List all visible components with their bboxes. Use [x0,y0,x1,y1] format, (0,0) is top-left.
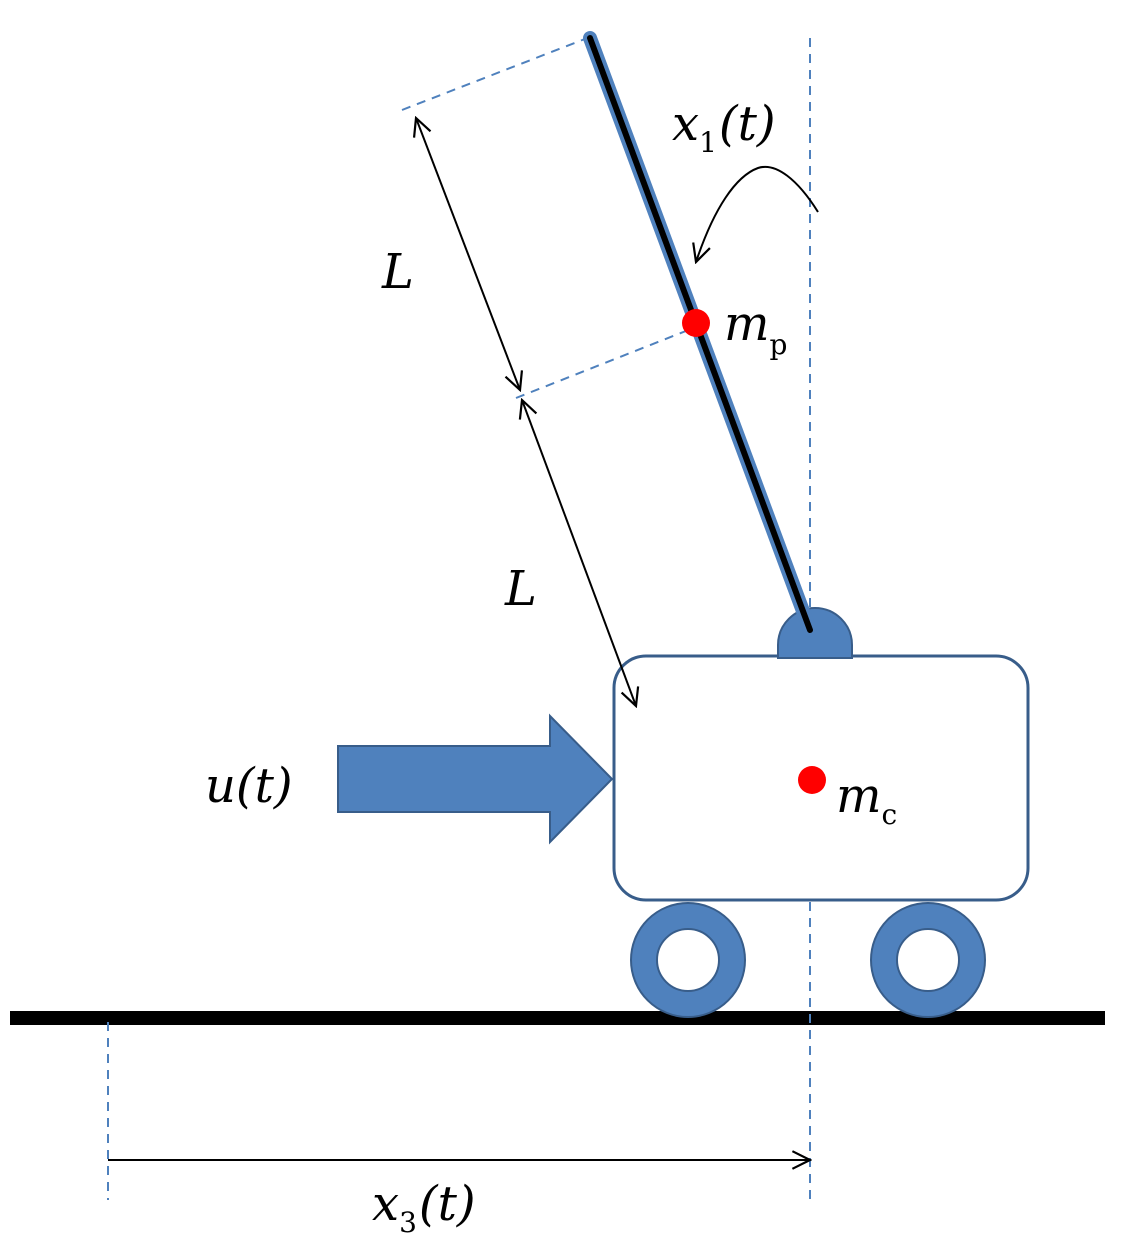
right-wheel [870,902,986,1018]
force-arrow [337,713,614,845]
cart-mass-dot [798,766,826,794]
force-label: u(t) [205,758,293,814]
position-label: x3(t) [372,1176,476,1239]
angle-arc-arrow [696,165,819,262]
length-top-label: L [381,244,414,300]
length-bottom-label: L [504,561,537,617]
pole-top-dashed-line [401,36,591,111]
cart-mass-label: mc [836,768,897,831]
left-wheel [630,902,746,1018]
length-top-arrow [416,118,520,390]
pole-mid-dashed-line [515,326,697,399]
length-bottom-arrow [522,400,636,706]
pole-mass-label: mp [724,296,787,361]
angle-label: x1(t) [672,96,776,159]
pole-mass-dot [682,309,710,337]
